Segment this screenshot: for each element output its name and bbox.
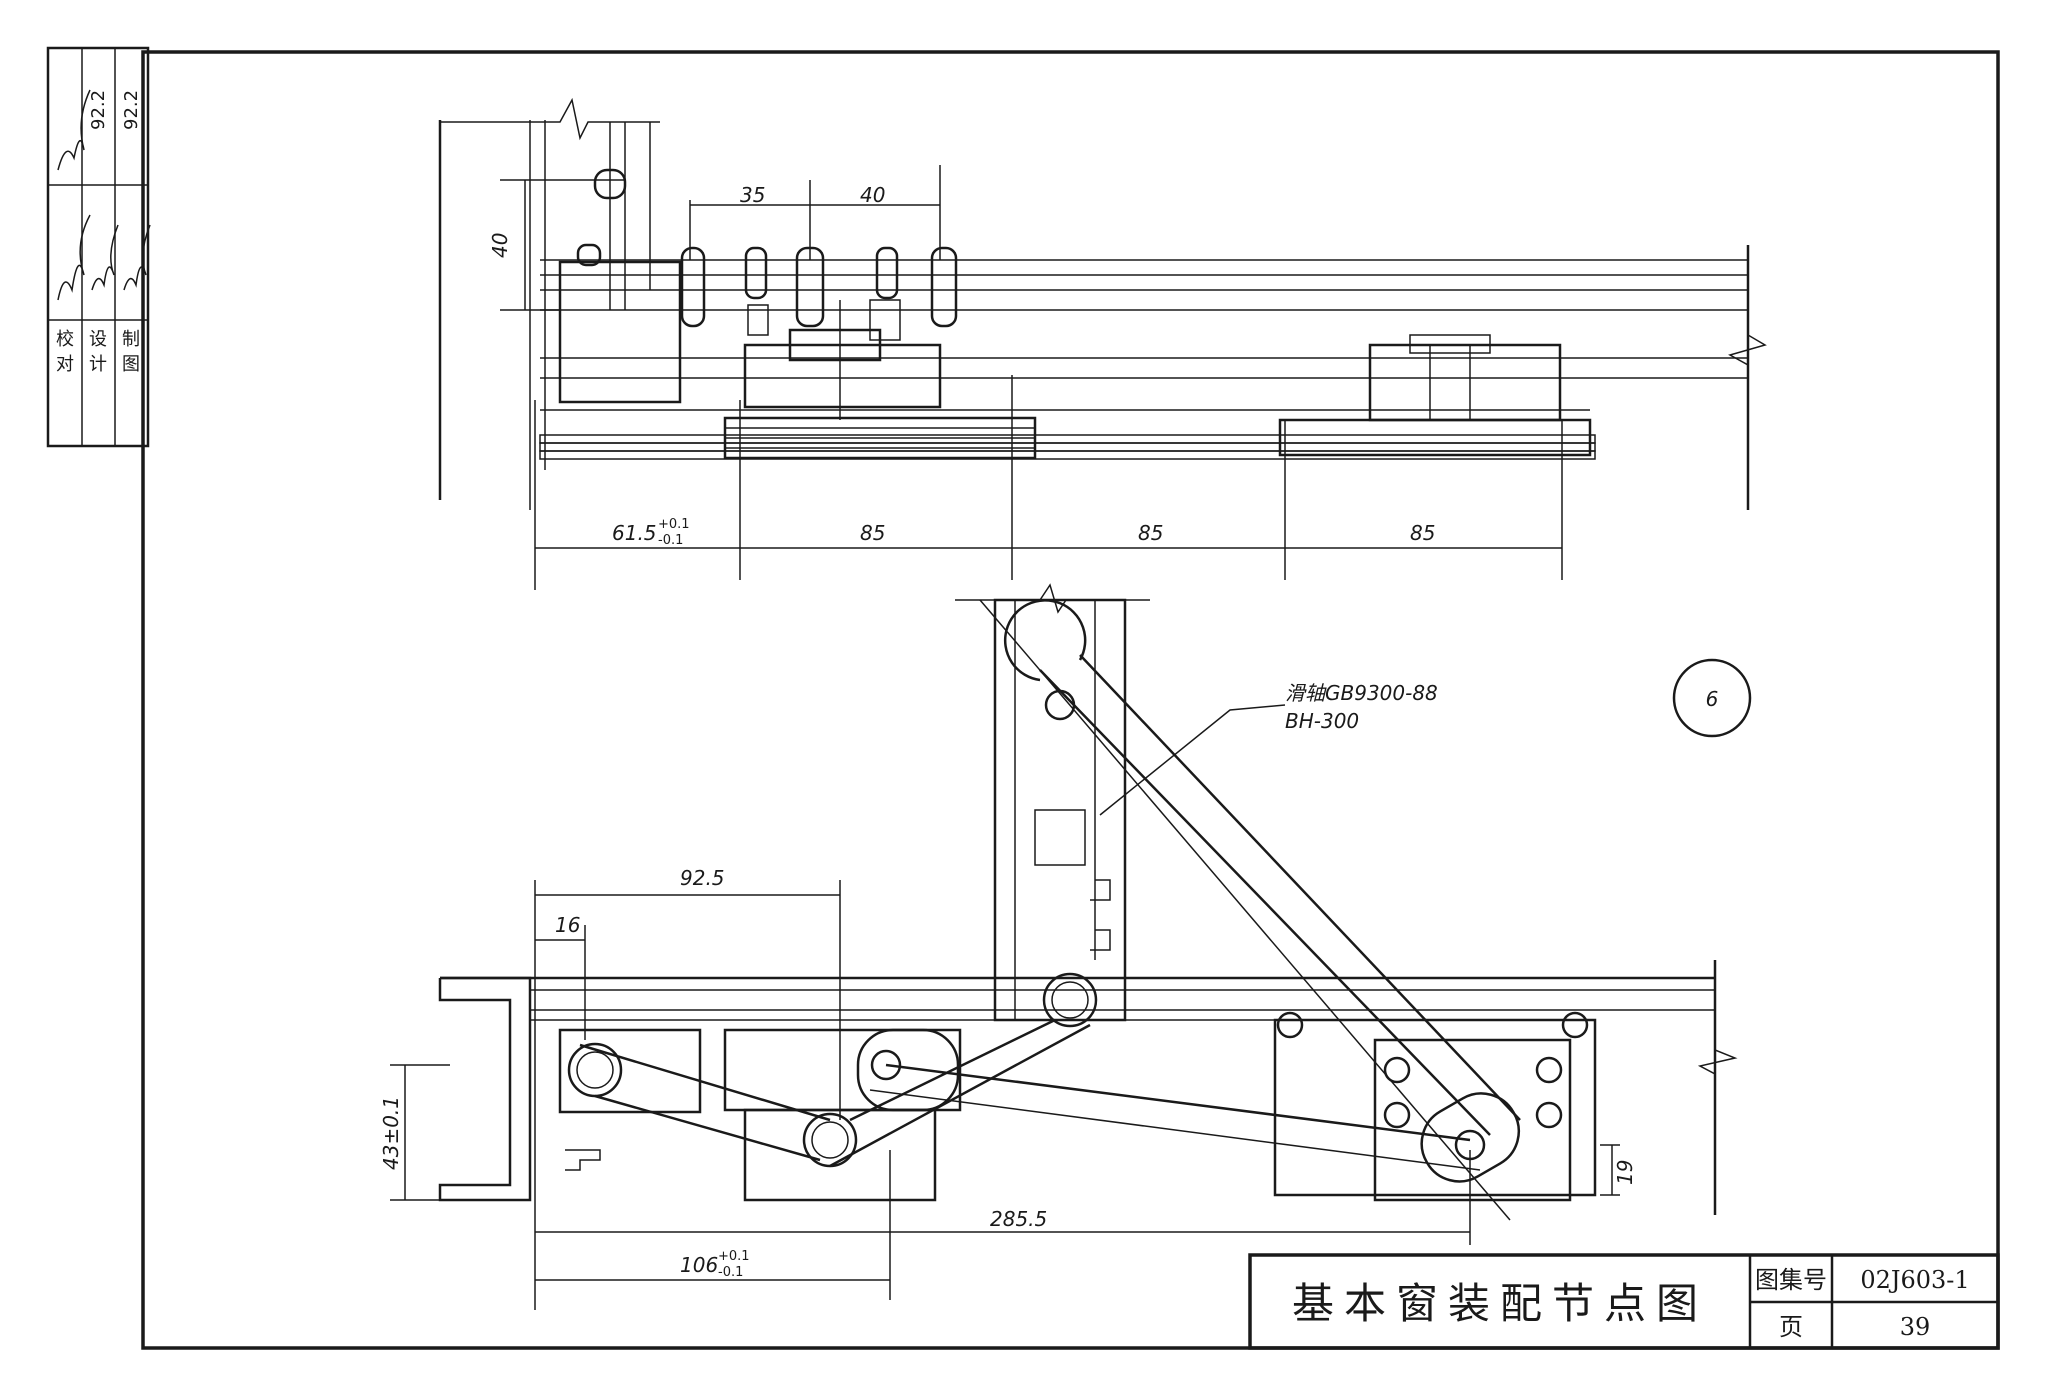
dim-106-tol-plus: +0.1: [718, 1249, 750, 1264]
dim-85-b: 85: [1138, 521, 1163, 545]
dim-40-top: 40: [860, 183, 885, 207]
callout-line-2: BH-300: [1285, 709, 1359, 733]
dim-43: 43±0.1: [379, 1096, 403, 1170]
dim-106: 106: [680, 1253, 718, 1277]
signature-scribble-3: [123, 224, 151, 291]
dim-61-5: 61.5: [612, 521, 657, 545]
strip-label-2: 对: [56, 354, 74, 375]
title-block: 基本窗装配节点图 图集号 02J603-1 页 39: [1248, 1253, 2000, 1350]
atlas-label: 图集号: [1755, 1266, 1827, 1294]
dim-40-vertical: 40: [488, 233, 512, 258]
dim-35: 35: [740, 183, 765, 207]
atlas-number: 02J603-1: [1860, 1266, 1969, 1294]
dim-106-tol-minus: -0.1: [718, 1265, 743, 1280]
bottom-view: 92.5 16 43±0.1 19 285.5 106 +0.1 -0.1 滑轴…: [379, 583, 1752, 1310]
signature-scribble-4: [57, 89, 91, 171]
dim-16: 16: [555, 913, 580, 937]
strip-label-6: 图: [122, 354, 140, 375]
strip-label-4: 计: [89, 354, 107, 375]
dim-285-5: 285.5: [990, 1207, 1047, 1231]
strip-date-2: 92.2: [121, 90, 142, 130]
dim-85-a: 85: [860, 521, 885, 545]
strip-label-3: 设: [89, 329, 107, 350]
detail-circle: [1672, 658, 1752, 738]
dim-85-c: 85: [1410, 521, 1435, 545]
dim-61-5-tol-plus: +0.1: [658, 517, 690, 532]
page-label: 页: [1779, 1313, 1803, 1341]
detail-number: 6: [1706, 687, 1719, 711]
dim-92-5: 92.5: [680, 866, 725, 890]
strip-date-1: 92.2: [88, 90, 109, 130]
strip-label-1: 校: [56, 329, 74, 350]
callout-line-1: 滑轴GB9300-88: [1285, 681, 1438, 705]
drawing-title: 基本窗装配节点图: [1292, 1279, 1708, 1328]
top-view: 35 40 40 61.5 +0.1 -0.1 85 85 85: [438, 97, 1767, 590]
strip-label-5: 制: [122, 329, 140, 350]
page-number: 39: [1900, 1313, 1931, 1341]
signature-scribble-2: [91, 224, 119, 291]
dim-61-5-tol-minus: -0.1: [658, 533, 683, 548]
signature-strip: 校 对 设 计 制 图 92.2 92.2: [46, 46, 151, 448]
drawing-frame: [141, 50, 2000, 1350]
signature-scribble-1: [57, 214, 91, 301]
dim-19: 19: [1613, 1160, 1637, 1185]
